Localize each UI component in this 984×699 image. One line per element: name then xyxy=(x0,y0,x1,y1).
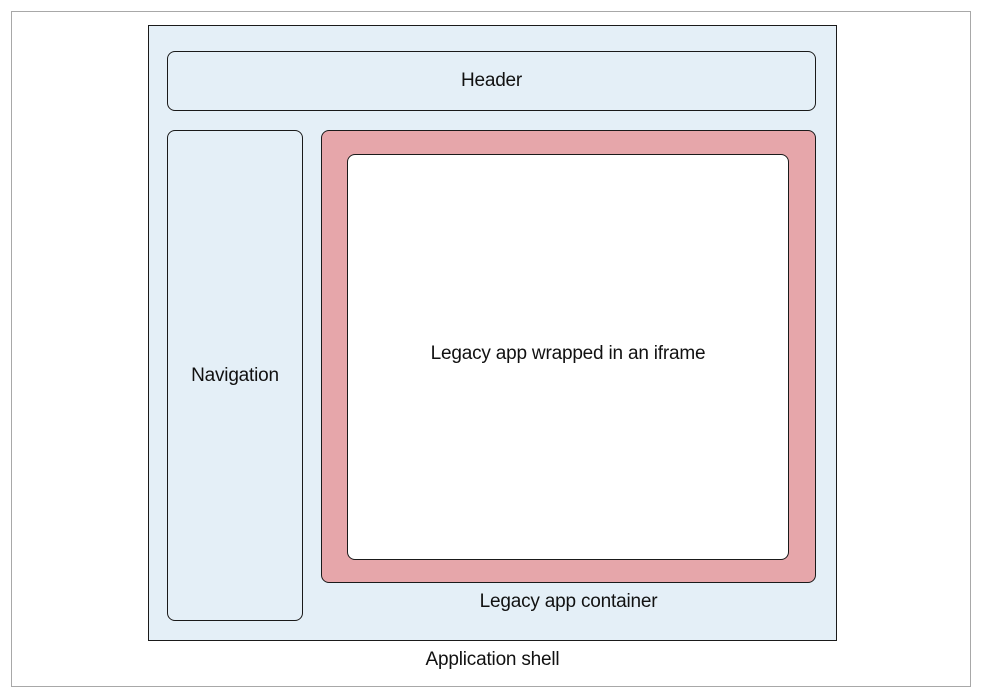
header-label: Header xyxy=(460,70,523,91)
application-shell-label: Application shell xyxy=(425,649,560,670)
header-box: Header xyxy=(167,51,816,111)
figure-frame xyxy=(11,11,971,687)
legacy-app-container-label: Legacy app container xyxy=(479,591,658,612)
navigation-box: Navigation xyxy=(167,130,303,621)
legacy-app-iframe-box: Legacy app wrapped in an iframe xyxy=(347,154,789,560)
iframe-label: Legacy app wrapped in an iframe xyxy=(430,343,706,364)
navigation-label: Navigation xyxy=(191,364,279,386)
